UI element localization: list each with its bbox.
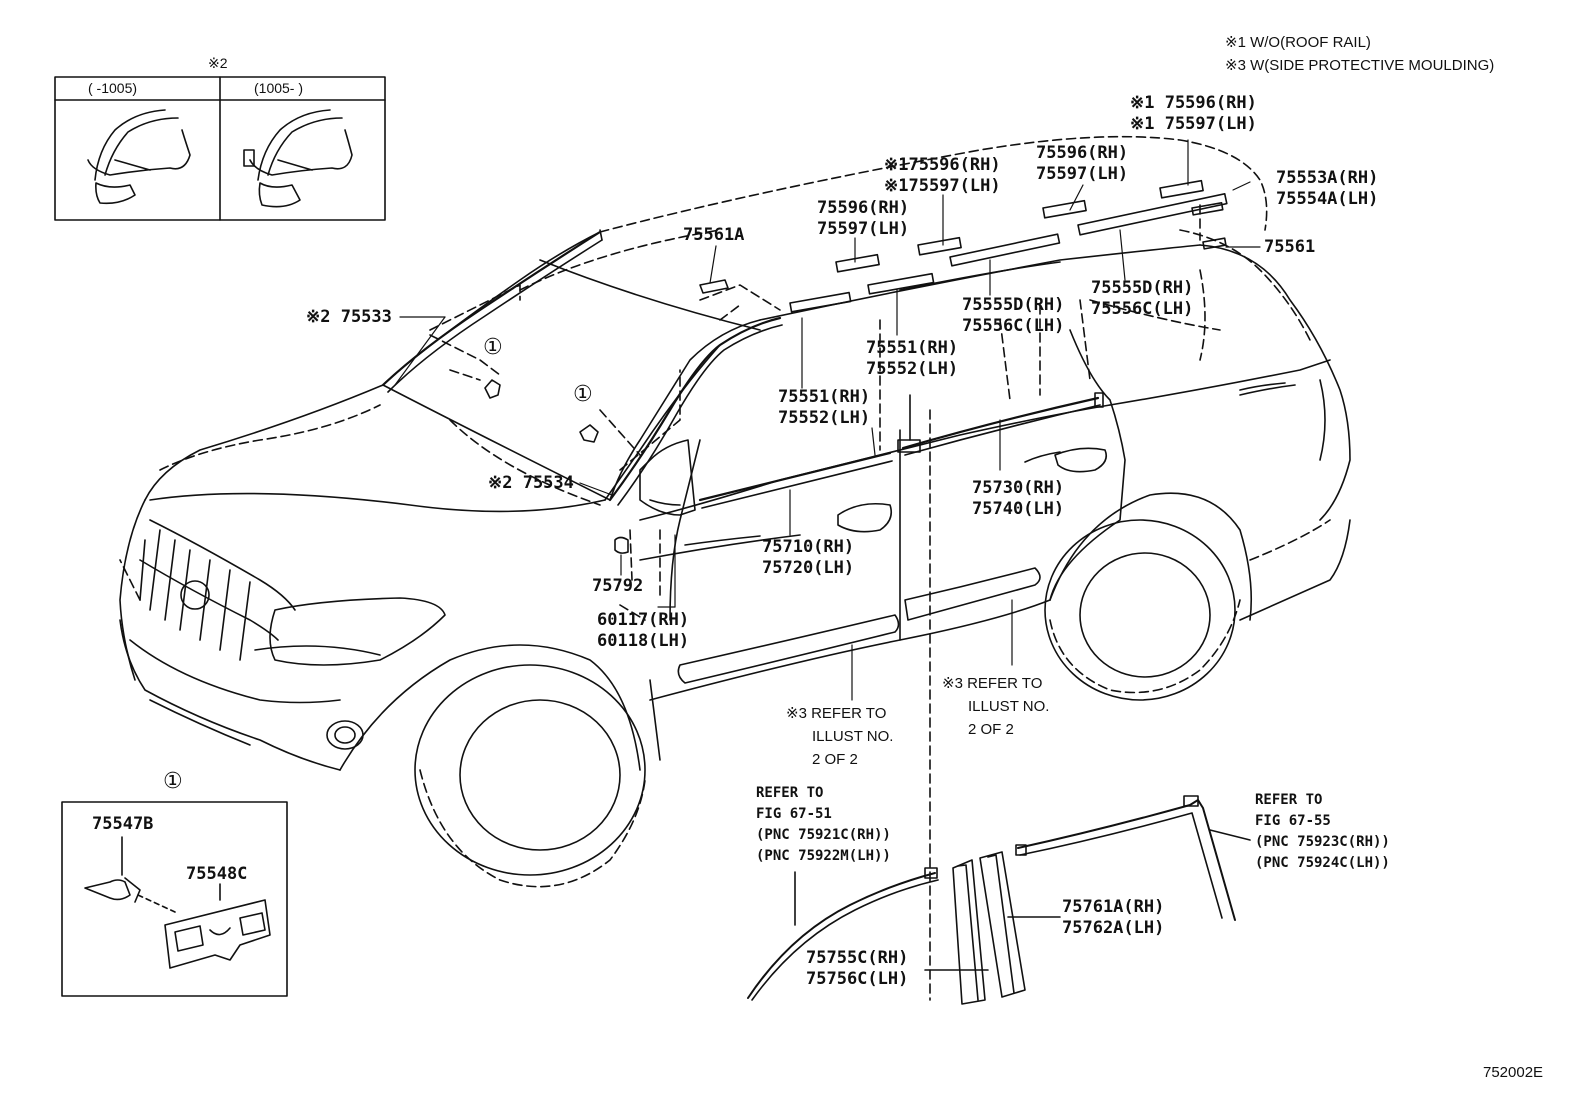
refer-line: ILLUST NO. (968, 698, 1050, 715)
label-75730-75740: 75730(RH) 75740(LH) (972, 478, 1064, 520)
inset-col-before: ( -1005) (88, 80, 138, 96)
pillar-garnish-parts (747, 795, 1251, 1005)
label-75551-75552-upper: 75551(RH) 75552(LH) (866, 338, 958, 380)
refer-line: (PNC 75922M(LH)) (756, 848, 891, 864)
label-line: 75596(RH) (817, 198, 910, 218)
refer-line: FIG 67-51 (756, 806, 832, 822)
inset-col-after: (1005- ) (254, 80, 304, 96)
label-75596-75597-mid: 75596(RH) 75597(LH) (1036, 143, 1128, 185)
inset-diagram (54, 76, 386, 221)
callout-1-roof: ① (483, 335, 503, 360)
roof-parts (381, 179, 1228, 684)
refer-fig-67-51: REFER TO FIG 67-51 (PNC 75921C(RH)) (PNC… (756, 783, 891, 867)
label-line: 75730(RH) (972, 478, 1065, 498)
label-75547b: 75547B (92, 814, 154, 834)
label-line: 75552(LH) (866, 359, 959, 379)
label-line: 75740(LH) (972, 499, 1065, 519)
diagram-id: 752002E (1483, 1064, 1544, 1081)
refer-line: 2 OF 2 (812, 751, 858, 768)
hidden-lines (119, 135, 1331, 1001)
label-75761a-75762a: 75761A(RH) 75762A(LH) (1062, 897, 1164, 939)
label-75710-75720: 75710(RH) 75720(LH) (762, 537, 854, 579)
footnote-1: ※1 W/O(ROOF RAIL) (1225, 34, 1371, 51)
label-75596-75597-left: 75596(RH) 75597(LH) (817, 198, 909, 240)
vehicle-outline (119, 231, 1351, 876)
refer-line: FIG 67-55 (1255, 813, 1331, 829)
label-line: 75755C(RH) (806, 948, 909, 968)
label-75548c: 75548C (186, 864, 248, 884)
label-line: ※175596(RH) (884, 155, 1001, 175)
clip-inset (61, 801, 288, 997)
refer-fig-67-55: REFER TO FIG 67-55 (PNC 75923C(RH)) (PNC… (1255, 790, 1390, 874)
label-line: 75555D(RH) (962, 295, 1065, 315)
leader-lines (394, 139, 1261, 701)
label-75792: 75792 (592, 576, 644, 596)
label-line: 60117(RH) (597, 610, 690, 630)
refer-line: ※3 REFER TO (942, 675, 1043, 692)
label-75755c-75756c: 75755C(RH) 75756C(LH) (806, 948, 908, 990)
label-line: 75756C(LH) (806, 969, 909, 989)
label-line: 75556C(LH) (962, 316, 1065, 336)
refer-illust-right: ※3 REFER TO ILLUST NO. 2 OF 2 (942, 672, 1049, 741)
label-line: 75710(RH) (762, 537, 855, 557)
label-75551-75552-lower: 75551(RH) 75552(LH) (778, 387, 870, 429)
label-line: 75762A(LH) (1062, 918, 1165, 938)
label-75561a: 75561A (683, 225, 745, 245)
label-line: 75556C(LH) (1091, 299, 1194, 319)
label-75596-75597-mid-note: ※175596(RH) ※175597(LH) (884, 155, 1001, 197)
label-75555d-75556c-mid: 75555D(RH) 75556C(LH) (962, 295, 1064, 337)
label-line: 75597(LH) (817, 219, 910, 239)
label-line: 75554A(LH) (1276, 189, 1379, 209)
label-75555d-75556c-right: 75555D(RH) 75556C(LH) (1091, 278, 1193, 320)
label-line: 75761A(RH) (1062, 897, 1165, 917)
footnote-3: ※3 W(SIDE PROTECTIVE MOULDING) (1225, 57, 1495, 74)
label-60117-60118: 60117(RH) 60118(LH) (597, 610, 689, 652)
label-line: ※175597(LH) (884, 176, 1001, 196)
refer-line: (PNC 75921C(RH)) (756, 827, 891, 843)
label-line: ※1 75597(LH) (1130, 114, 1257, 134)
label-line: ※1 75596(RH) (1130, 93, 1257, 113)
label-75534: ※2 75534 (488, 473, 574, 493)
refer-line: 2 OF 2 (968, 721, 1014, 738)
refer-line: (PNC 75923C(RH)) (1255, 834, 1390, 850)
label-75533: ※2 75533 (306, 307, 392, 327)
refer-line: REFER TO (756, 785, 824, 801)
refer-line: ILLUST NO. (812, 728, 894, 745)
callout-1-pillar: ① (573, 382, 593, 407)
label-75553a-75554a: 75553A(RH) 75554A(LH) (1276, 168, 1378, 210)
refer-line: REFER TO (1255, 792, 1323, 808)
refer-line: (PNC 75924C(LH)) (1255, 855, 1390, 871)
label-75596-75597-right: ※1 75596(RH) ※1 75597(LH) (1130, 93, 1257, 135)
label-line: 75553A(RH) (1276, 168, 1379, 188)
inset-title: ※2 (208, 55, 228, 71)
label-line: 75551(RH) (866, 338, 959, 358)
refer-line: ※3 REFER TO (786, 705, 887, 722)
label-line: 75720(LH) (762, 558, 855, 578)
label-line: 75555D(RH) (1091, 278, 1194, 298)
label-line: 75597(LH) (1036, 164, 1129, 184)
label-line: 75552(LH) (778, 408, 871, 428)
label-line: 75551(RH) (778, 387, 871, 407)
label-line: 75596(RH) (1036, 143, 1129, 163)
label-line: 60118(LH) (597, 631, 690, 651)
label-75561: 75561 (1264, 237, 1316, 257)
callout-1-inset: ① (163, 769, 183, 794)
refer-illust-left: ※3 REFER TO ILLUST NO. 2 OF 2 (786, 702, 893, 771)
